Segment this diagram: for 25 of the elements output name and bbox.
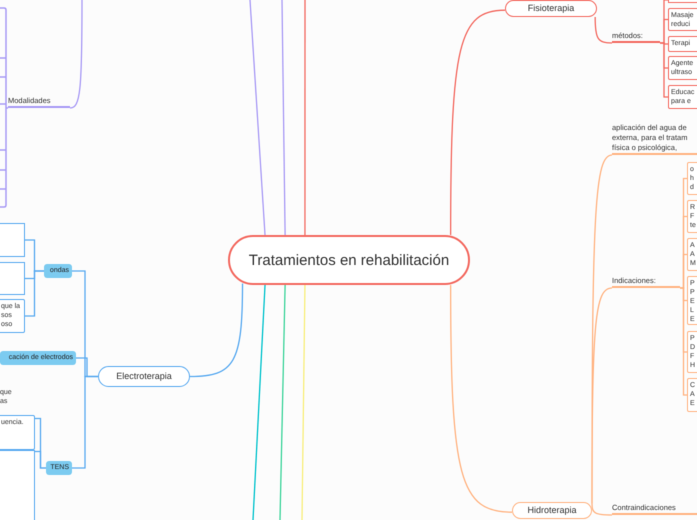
branch-line [660,42,668,98]
branch-line [190,284,244,378]
topic-pill: Fisioterapia [505,0,597,17]
branch-line [35,450,46,469]
note-box [0,262,25,295]
branch-line [591,287,612,504]
note-box [0,223,25,257]
branch-line [25,270,44,317]
branch-line [301,285,306,520]
branch-line [594,17,612,44]
note-box [0,450,35,520]
central-topic: Tratamientos en rehabilitación [228,235,470,285]
topic-pill: Electroterapia [98,366,190,387]
branch-line [279,284,286,520]
branch-line [450,10,506,235]
branch-line [252,284,266,520]
topic-pill: Hidroterapia [512,502,592,519]
branch-line [304,0,306,235]
branch-line [450,285,512,513]
branch-line [680,287,687,396]
branch-line [281,0,286,235]
branch-line [680,254,687,289]
branch-line [70,0,83,109]
branch-line [72,376,98,469]
branch-line [249,0,266,236]
